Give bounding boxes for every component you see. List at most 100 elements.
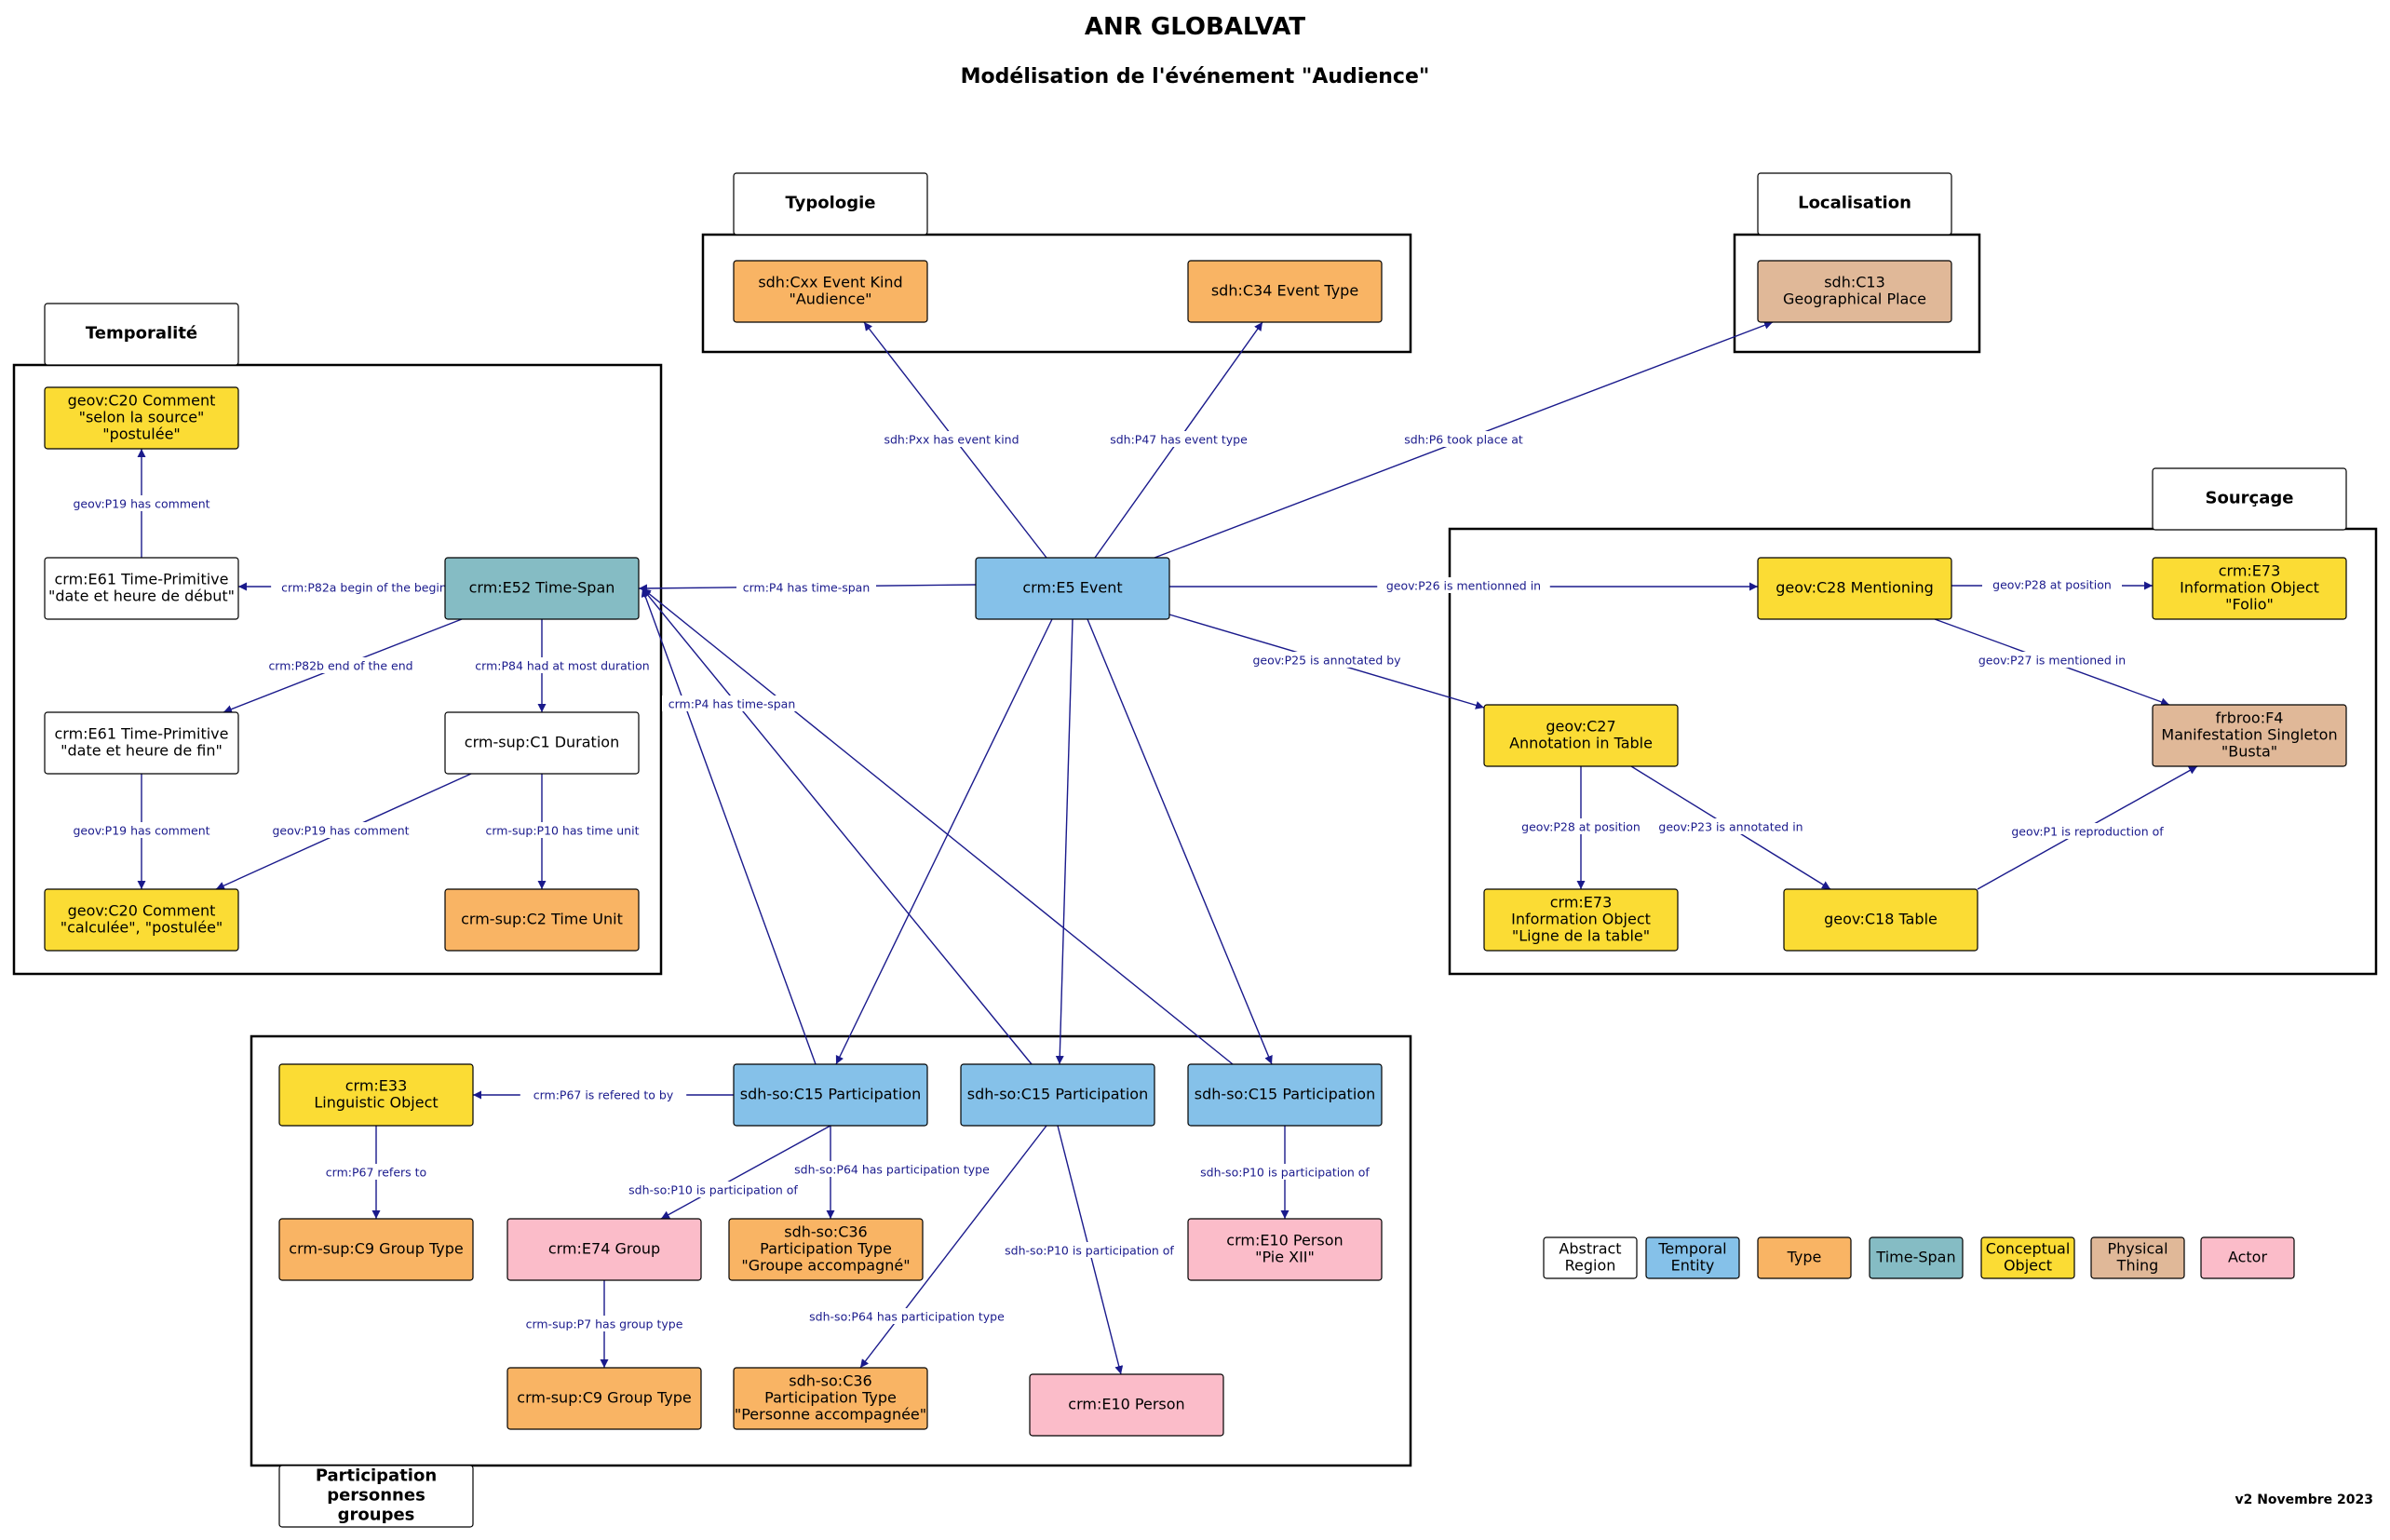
node-label: "Audience" <box>789 290 871 308</box>
node-pie[interactable]: crm:E10 Person"Pie XII" <box>1187 1218 1383 1281</box>
node-box <box>733 1367 928 1430</box>
node-label: sdh:C34 Event Type <box>1211 282 1358 300</box>
node-label: sdh-so:C36 <box>789 1372 871 1390</box>
edge-label-bg <box>1511 818 1651 834</box>
node-comment1[interactable]: geov:C20 Comment"selon la source""postul… <box>44 386 239 450</box>
edge-label-e5: geov:P26 is mentionned in <box>1386 579 1541 593</box>
node-tp_end[interactable]: crm:E61 Time-Primitive"date et heure de … <box>44 711 239 775</box>
node-label: crm-sup:C9 Group Type <box>517 1389 691 1407</box>
node-timeunit[interactable]: crm-sup:C2 Time Unit <box>444 888 640 952</box>
group-label-typologie: Typologie <box>786 194 876 213</box>
edge-label-e27: sdh-so:P10 is participation of <box>628 1183 798 1197</box>
edge-label-bg <box>271 822 411 838</box>
node-box <box>44 386 239 450</box>
edge-label-e6: geov:P28 at position <box>1992 578 2112 592</box>
edge-e12 <box>835 618 1053 1065</box>
node-part1[interactable]: sdh-so:C15 Participation <box>733 1063 928 1127</box>
node-box <box>444 888 640 952</box>
edge-label-bg <box>1377 577 1550 593</box>
edge-label-bg <box>736 579 876 595</box>
node-box <box>1757 557 1952 620</box>
legend-label: Type <box>1787 1249 1822 1266</box>
edge-label-bg <box>874 431 1029 447</box>
edge-label-e16: crm:P82a begin of the begin <box>281 581 447 595</box>
edge-label-e31: sdh-so:P10 is participation of <box>1005 1244 1174 1258</box>
node-mentioning[interactable]: geov:C28 Mentioning <box>1757 557 1952 620</box>
edge-label-e30: sdh-so:P64 has participation type <box>809 1310 1005 1324</box>
node-part2[interactable]: sdh-so:C15 Participation <box>960 1063 1155 1127</box>
node-label: Geographical Place <box>1783 290 1926 308</box>
edge-label-bg <box>316 1164 437 1180</box>
legend-label: Physical <box>2107 1240 2167 1258</box>
node-person[interactable]: crm:E10 Person <box>1029 1373 1224 1437</box>
node-label: sdh:Cxx Event Kind <box>758 274 902 291</box>
node-label: crm:E73 <box>1550 894 1613 912</box>
node-box <box>2152 557 2347 620</box>
edge-e27 <box>660 1125 831 1220</box>
node-label: crm:E73 <box>2219 562 2281 580</box>
legend-swatch <box>1980 1236 2075 1279</box>
node-group[interactable]: crm:E74 Group <box>506 1218 702 1281</box>
node-label: frbroo:F4 <box>2216 709 2284 727</box>
node-grouptype1[interactable]: crm-sup:C9 Group Type <box>278 1218 474 1281</box>
node-label: crm:E10 Person <box>1068 1396 1184 1413</box>
edge-e22 <box>641 588 817 1065</box>
edge-label-bg <box>72 822 211 838</box>
node-label: Annotation in Table <box>1509 735 1653 752</box>
node-label: geov:C28 Mentioning <box>1776 579 1934 597</box>
edge-label-bg <box>466 657 659 673</box>
node-label: sdh-so:C36 <box>784 1223 867 1241</box>
legend-swatch <box>1645 1236 1740 1279</box>
version-note: v2 Novembre 2023 <box>2235 1493 2373 1507</box>
group-label-box-localisation <box>1757 172 1952 236</box>
node-label: "calculée", "postulée" <box>61 919 223 937</box>
edge-label-e15: geov:P19 has comment <box>73 497 209 511</box>
legend-item-actor: Actor <box>2200 1236 2295 1279</box>
edge-label-e3: sdh:P6 took place at <box>1404 433 1523 447</box>
node-label: crm:E61 Time-Primitive <box>54 725 228 743</box>
node-label: "date et heure de début" <box>48 588 235 605</box>
node-part3[interactable]: sdh-so:C15 Participation <box>1187 1063 1383 1127</box>
node-duration[interactable]: crm-sup:C1 Duration <box>444 711 640 775</box>
edge-e13 <box>1055 618 1073 1065</box>
node-box <box>444 557 640 620</box>
node-label: sdh:C13 <box>1824 274 1885 291</box>
edge-label-e11: geov:P1 is reproduction of <box>2011 825 2164 839</box>
edge-label-bg <box>476 822 649 838</box>
node-timespan[interactable]: crm:E52 Time-Span <box>444 557 640 620</box>
node-label: Manifestation Singleton <box>2161 726 2337 744</box>
node-label: "date et heure de fin" <box>61 742 223 760</box>
edge-label-e8: geov:P25 is annotated by <box>1252 654 1401 668</box>
edge-label-bg <box>778 1161 1006 1177</box>
edge-e24 <box>641 588 1234 1065</box>
node-eventtype[interactable]: sdh:C34 Event Type <box>1187 260 1383 323</box>
group-label-participation: groupes <box>338 1506 415 1525</box>
node-label: crm:E5 Event <box>1022 579 1122 597</box>
group-label-box-temporalite <box>44 303 239 366</box>
legend-label: Temporal <box>1657 1240 1726 1258</box>
node-grouptype2[interactable]: crm-sup:C9 Group Type <box>506 1367 702 1430</box>
node-table[interactable]: geov:C18 Table <box>1783 888 1978 952</box>
node-comment2[interactable]: geov:C20 Comment"calculée", "postulée" <box>44 888 239 952</box>
node-box <box>278 1063 474 1127</box>
node-eventkind[interactable]: sdh:Cxx Event Kind"Audience" <box>733 260 928 323</box>
node-box <box>1029 1373 1224 1437</box>
node-box <box>44 888 239 952</box>
node-tp_begin[interactable]: crm:E61 Time-Primitive"date et heure de … <box>44 557 239 620</box>
legend-label: Region <box>1565 1257 1616 1275</box>
node-event[interactable]: crm:E5 Event <box>975 557 1170 620</box>
node-label: sdh-so:C15 Participation <box>967 1086 1148 1103</box>
group-label-temporalite: Temporalité <box>86 324 197 344</box>
